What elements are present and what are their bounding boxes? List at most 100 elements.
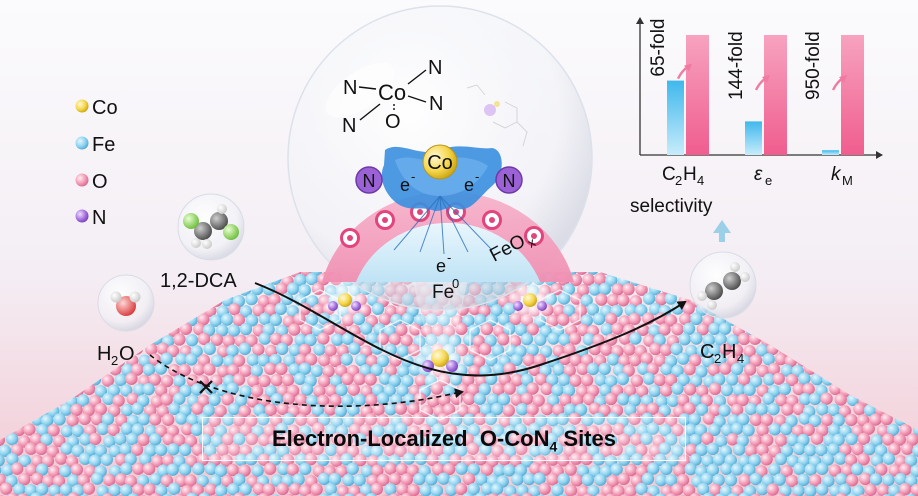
surface-particle bbox=[709, 403, 722, 417]
surface-particle bbox=[132, 483, 145, 496]
surface-particle bbox=[384, 462, 397, 475]
svg-text:0: 0 bbox=[452, 276, 459, 291]
surface-particle bbox=[732, 383, 746, 397]
surface-particle bbox=[808, 474, 822, 487]
surface-particle bbox=[120, 422, 133, 435]
surface-particle bbox=[617, 433, 631, 446]
surface-particle bbox=[551, 383, 564, 397]
surface-particle bbox=[79, 274, 92, 288]
surface-particle bbox=[295, 453, 308, 466]
co-atom bbox=[422, 144, 458, 180]
surface-particle bbox=[353, 473, 366, 487]
surface-particle bbox=[682, 322, 696, 335]
surface-particle bbox=[191, 402, 204, 415]
surface-particle bbox=[0, 392, 6, 406]
surface-particle bbox=[898, 383, 911, 396]
surface-particle bbox=[149, 473, 162, 486]
surface-particle bbox=[58, 283, 72, 296]
surface-particle bbox=[160, 393, 173, 406]
surface-particle bbox=[581, 413, 594, 427]
surface-particle bbox=[510, 353, 523, 367]
surface-particle bbox=[577, 283, 590, 297]
surface-particle bbox=[533, 472, 546, 485]
surface-particle bbox=[792, 342, 805, 356]
surface-particle bbox=[671, 272, 684, 277]
surface-particle bbox=[718, 322, 732, 335]
surface-particle bbox=[779, 324, 792, 337]
surface-particle bbox=[792, 323, 805, 336]
surface-particle bbox=[828, 325, 841, 338]
surface-particle bbox=[869, 413, 882, 426]
surface-particle bbox=[70, 272, 83, 278]
surface-particle bbox=[545, 432, 559, 446]
surface-particle bbox=[166, 463, 179, 476]
surface-particle bbox=[154, 302, 168, 316]
surface-particle bbox=[82, 272, 96, 277]
surface-particle bbox=[720, 383, 734, 397]
surface-particle bbox=[773, 273, 786, 286]
surface-particle bbox=[82, 363, 95, 376]
surface-particle bbox=[281, 432, 294, 445]
surface-particle bbox=[640, 432, 653, 445]
surface-particle bbox=[0, 272, 12, 277]
surface-particle bbox=[480, 463, 494, 476]
surface-particle bbox=[832, 414, 845, 427]
surface-particle bbox=[0, 283, 12, 296]
surface-particle bbox=[664, 314, 678, 327]
surface-particle bbox=[876, 302, 890, 315]
fold-label-1: 144-fold bbox=[726, 31, 747, 100]
surface-particle bbox=[628, 353, 642, 367]
surface-particle bbox=[276, 482, 289, 496]
surface-particle bbox=[299, 484, 312, 496]
legend-fe: Fe bbox=[75, 134, 115, 156]
surface-particle bbox=[780, 364, 794, 377]
surface-particle bbox=[40, 394, 53, 407]
surface-particle bbox=[834, 452, 847, 465]
surface-particle bbox=[472, 355, 486, 368]
bar-after-0 bbox=[686, 35, 709, 155]
surface-particle bbox=[719, 342, 732, 356]
surface-particle bbox=[720, 462, 733, 475]
surface-particle bbox=[406, 464, 420, 477]
surface-particle bbox=[114, 473, 128, 486]
surface-particle bbox=[322, 322, 335, 335]
surface-particle bbox=[353, 393, 366, 407]
surface-particle bbox=[325, 384, 338, 397]
surface-particle bbox=[202, 404, 216, 417]
surface-particle bbox=[635, 304, 648, 317]
surface-particle bbox=[17, 353, 31, 367]
surface-particle bbox=[108, 484, 121, 496]
surface-particle bbox=[701, 432, 714, 445]
surface-particle bbox=[700, 394, 713, 407]
surface-particle bbox=[754, 272, 767, 276]
surface-particle bbox=[298, 403, 312, 416]
surface-particle bbox=[143, 483, 156, 496]
surface-particle bbox=[311, 442, 324, 456]
surface-particle bbox=[870, 394, 883, 407]
surface-particle bbox=[857, 274, 870, 287]
surface-particle bbox=[295, 413, 308, 426]
surface-particle bbox=[370, 445, 383, 458]
surface-particle bbox=[563, 444, 576, 457]
surface-particle bbox=[400, 334, 413, 347]
surface-particle bbox=[557, 313, 570, 326]
electron-label-right: e - bbox=[464, 169, 479, 195]
surface-particle bbox=[246, 353, 260, 367]
surface-particle bbox=[730, 403, 744, 416]
surface-particle bbox=[862, 323, 875, 336]
surface-particle bbox=[179, 322, 193, 335]
svg-text:-: - bbox=[447, 250, 451, 265]
surface-particle bbox=[676, 473, 690, 487]
surface-particle bbox=[534, 333, 547, 346]
surface-particle bbox=[857, 453, 870, 466]
surface-particle bbox=[454, 444, 468, 457]
surface-particle bbox=[16, 274, 30, 287]
surface-particle bbox=[654, 272, 667, 286]
surface-particle bbox=[217, 364, 230, 378]
surface-particle bbox=[54, 452, 68, 465]
surface-particle bbox=[94, 444, 107, 457]
surface-particle bbox=[623, 343, 636, 356]
surface-particle bbox=[47, 272, 60, 277]
surface-particle bbox=[191, 443, 205, 456]
